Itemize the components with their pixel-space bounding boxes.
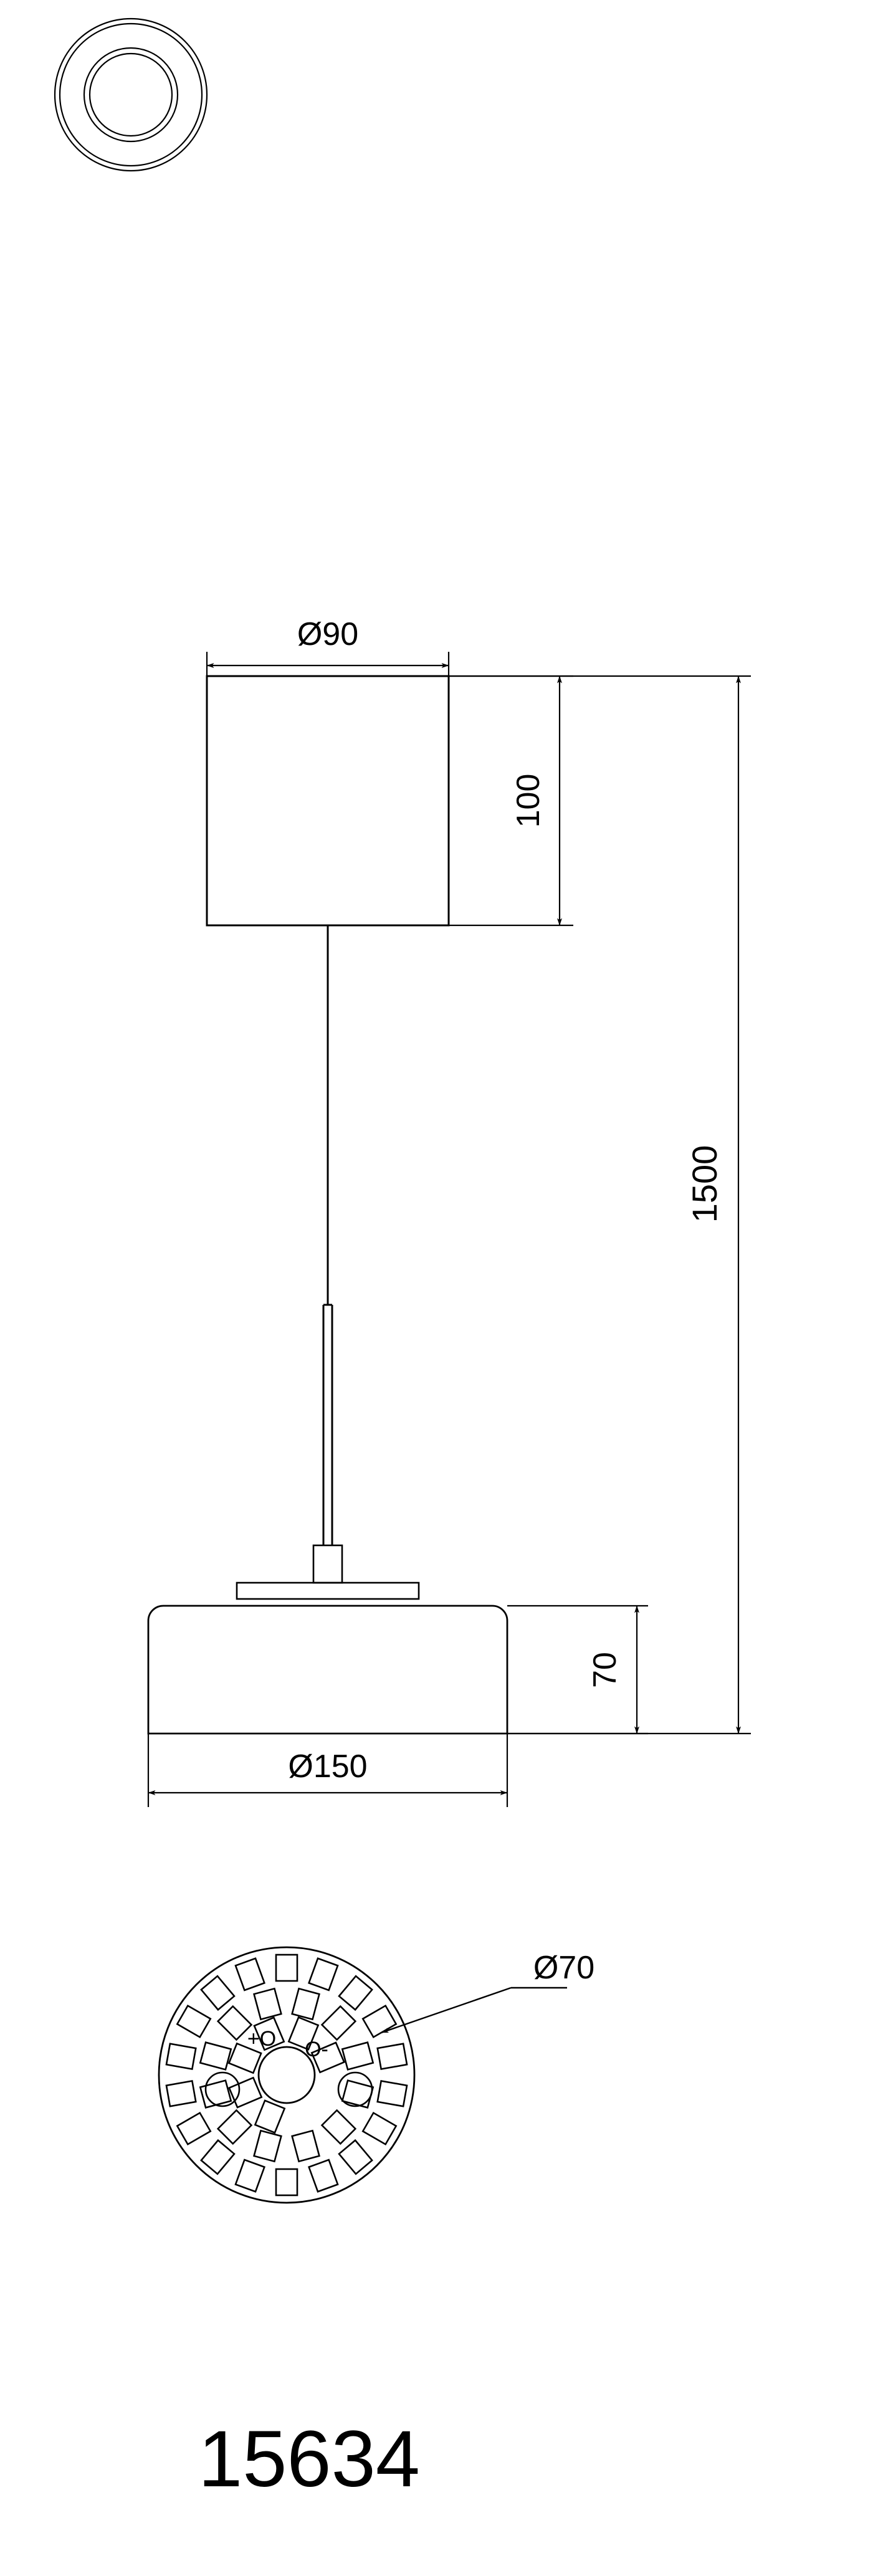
shade-mounting-plate [236, 1581, 420, 1600]
led-pad [253, 2129, 282, 2163]
leader-line-led-dia [381, 1987, 512, 2034]
led-board-center-hole [257, 2046, 316, 2104]
led-pad [253, 1987, 282, 2021]
led-board-view [158, 1946, 416, 2204]
led-pad [308, 2159, 339, 2193]
part-number-label: 15634 [198, 2415, 420, 2504]
led-pad [200, 1975, 236, 2011]
dimension-label-canopy-diameter: Ø90 [297, 616, 358, 652]
led-board-polarity-positive-label: +O [247, 2027, 276, 2051]
led-pad [253, 2016, 285, 2051]
led-pad [361, 2112, 398, 2145]
dimension-shade-height [507, 1605, 648, 1735]
led-pad [341, 2041, 375, 2071]
front-elevation [147, 675, 508, 1735]
dimension-canopy-diameter [206, 652, 450, 679]
led-pad [254, 2099, 286, 2134]
led-pad [176, 2005, 212, 2038]
led-pad [228, 2076, 263, 2109]
led-pad [216, 2005, 253, 2041]
top-view-inner-circle [88, 52, 173, 137]
led-pad [234, 2159, 265, 2193]
led-pad [376, 2043, 408, 2071]
led-pad [291, 2129, 320, 2163]
led-pad [275, 2168, 298, 2197]
led-pad [234, 1957, 265, 1992]
leader-led-board-diameter [381, 1987, 567, 2034]
dimension-label-led-board-diameter: Ø70 [533, 1950, 594, 1986]
led-pad [308, 1957, 339, 1992]
led-pad [199, 2041, 232, 2071]
led-pad [165, 2079, 197, 2107]
dimension-label-shade-height: 70 [587, 1652, 623, 1688]
led-pad [199, 2079, 232, 2109]
top-view [54, 17, 208, 172]
top-view-middle-circle [83, 47, 179, 143]
led-pad [275, 1953, 298, 1982]
led-pad [310, 2041, 345, 2074]
led-pad [320, 2109, 357, 2145]
led-pad [376, 2079, 408, 2107]
led-pad [338, 2139, 373, 2175]
dimension-shade-diameter [147, 1734, 508, 1807]
led-board-polarity-negative-label: O- [305, 2038, 328, 2061]
led-board-outline [158, 1946, 416, 2204]
led-pad [291, 1987, 320, 2021]
led-pad [165, 2043, 197, 2071]
led-pad [287, 2016, 320, 2051]
led-pad [320, 2005, 357, 2041]
led-pad [216, 2109, 253, 2145]
top-view-outer-inner-circle [59, 22, 203, 167]
led-pad [227, 2042, 262, 2074]
led-pad [338, 1975, 373, 2011]
led-pad [176, 2112, 212, 2145]
suspension-stem-tube [322, 1304, 333, 1545]
dimension-label-canopy-height: 100 [510, 774, 547, 828]
led-pad [200, 2139, 236, 2175]
shade-body-outline [147, 1605, 508, 1735]
top-view-outer-rim-circle [54, 17, 208, 172]
dimension-label-shade-diameter: Ø150 [288, 1748, 367, 1785]
dimension-label-total-drop: 1500 [685, 1145, 724, 1223]
led-board-solder-pad-left [204, 2071, 241, 2107]
led-pad-group [165, 1953, 408, 2197]
led-board-solder-pad-right [337, 2071, 373, 2107]
